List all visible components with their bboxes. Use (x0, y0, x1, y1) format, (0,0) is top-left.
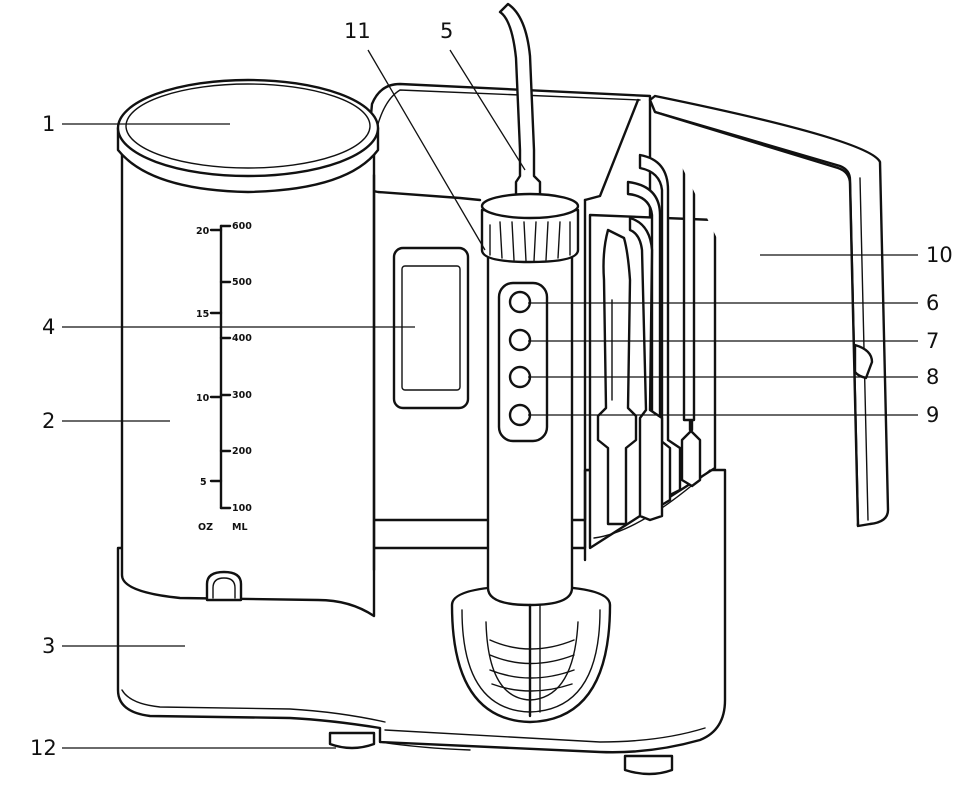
callout-12: 12 (30, 736, 57, 760)
callout-1: 1 (42, 112, 55, 136)
ml-tick-200: 200 (232, 446, 252, 457)
callout-11: 11 (344, 19, 371, 43)
oz-tick-10: 10 (196, 393, 210, 404)
callout-10: 10 (926, 243, 953, 267)
callout-labels: 1 2 3 4 5 6 7 8 9 10 11 12 (30, 19, 953, 760)
foot-right (623, 754, 674, 776)
button-8[interactable] (508, 365, 532, 389)
tip-storage-door[interactable] (648, 94, 890, 528)
tip-4 (628, 216, 664, 522)
ml-tick-500: 500 (232, 277, 252, 288)
oz-unit-label: OZ (198, 522, 213, 533)
callout-6: 6 (926, 291, 939, 315)
ml-tick-100: 100 (232, 503, 252, 514)
callout-9: 9 (926, 403, 939, 427)
ml-tick-300: 300 (232, 390, 252, 401)
button-panel (497, 281, 549, 443)
callout-3: 3 (42, 634, 55, 658)
callout-7: 7 (926, 329, 939, 353)
water-level-scale: 600 500 400 300 200 100 20 15 10 5 OZ ML (196, 221, 252, 533)
reservoir-valve (205, 570, 243, 602)
callout-5: 5 (440, 19, 453, 43)
ml-unit-label: ML (232, 522, 248, 533)
tip-1 (680, 146, 702, 488)
oz-tick-20: 20 (196, 226, 210, 237)
callout-4: 4 (42, 315, 55, 339)
callout-2: 2 (42, 409, 55, 433)
nozzle-release-collar (480, 192, 580, 264)
foot-left (328, 731, 376, 750)
callout-leaders (62, 49, 918, 749)
button-6[interactable] (508, 290, 532, 314)
oz-tick-15: 15 (196, 309, 209, 320)
ml-tick-600: 600 (232, 221, 252, 232)
nozzle (498, 2, 542, 202)
oz-tick-5: 5 (200, 477, 207, 488)
ml-tick-400: 400 (232, 333, 252, 344)
reservoir-lid (116, 78, 380, 194)
button-9[interactable] (508, 403, 532, 427)
water-reservoir (120, 133, 376, 618)
callout-8: 8 (926, 365, 939, 389)
display-window (392, 246, 470, 410)
button-7[interactable] (508, 328, 532, 352)
